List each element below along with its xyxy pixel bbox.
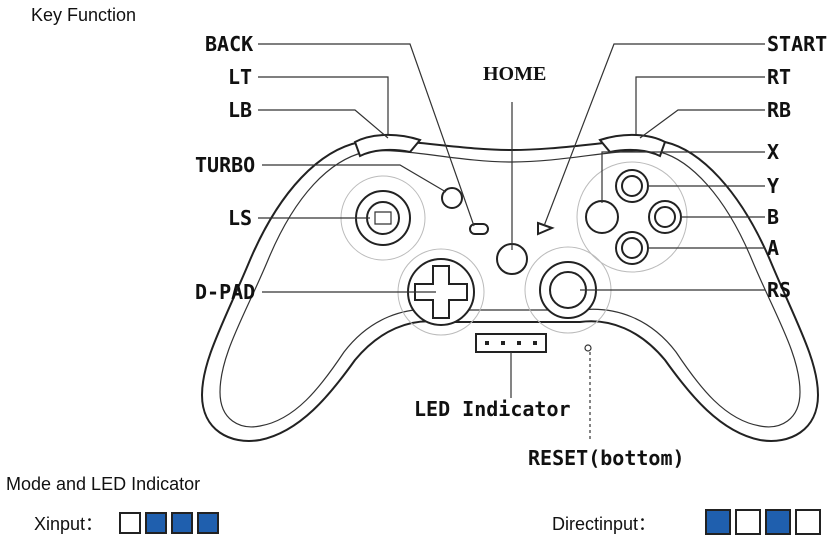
back-button xyxy=(469,223,489,235)
directinput-led-3 xyxy=(765,509,791,535)
key-function-heading: Key Function xyxy=(31,5,137,25)
x-button xyxy=(585,200,619,234)
turbo-leader xyxy=(262,164,447,193)
label-dpad: D-PAD xyxy=(195,280,255,304)
xinput-led-2 xyxy=(145,512,167,534)
label-led-indicator: LED Indicator xyxy=(414,397,571,421)
dpad-cross xyxy=(414,265,468,319)
left-bumper xyxy=(353,133,422,158)
label-ls: LS xyxy=(228,206,252,230)
start-button xyxy=(537,221,555,236)
led-dot xyxy=(485,341,489,345)
label-rb: RB xyxy=(767,98,791,122)
label-y: Y xyxy=(767,174,779,198)
lt-leader xyxy=(258,76,389,134)
directinput-led-pattern xyxy=(705,509,821,535)
label-b: B xyxy=(767,205,779,229)
x-leader xyxy=(601,151,765,203)
xinput-led-1 xyxy=(119,512,141,534)
y-button-inner xyxy=(621,175,643,197)
xinput-led-4 xyxy=(197,512,219,534)
label-home: HOME xyxy=(483,63,546,85)
label-rt: RT xyxy=(767,65,791,89)
label-turbo: TURBO xyxy=(195,153,255,177)
directinput-led-1 xyxy=(705,509,731,535)
mode-led-heading: Mode and LED Indicator xyxy=(6,474,201,494)
xinput-led-3 xyxy=(171,512,193,534)
rb-leader xyxy=(639,109,765,139)
lb-leader xyxy=(258,109,389,139)
directinput-label: Directinput： xyxy=(552,514,657,534)
directinput-led-4 xyxy=(795,509,821,535)
label-lb: LB xyxy=(228,98,252,122)
left-stick-cross xyxy=(374,211,392,225)
b-button-inner xyxy=(654,206,676,228)
directinput-led-2 xyxy=(735,509,761,535)
label-start: START xyxy=(767,32,827,56)
label-reset: RESET(bottom) xyxy=(528,446,685,470)
xinput-led-pattern xyxy=(119,512,219,534)
reset-hole xyxy=(584,344,592,352)
a-button-inner xyxy=(621,237,643,259)
label-back: BACK xyxy=(205,32,253,56)
rt-leader xyxy=(635,76,765,134)
led-dot xyxy=(533,341,537,345)
led-dot xyxy=(501,341,505,345)
left-stick-cap xyxy=(366,201,400,235)
led-dot xyxy=(517,341,521,345)
start-leader xyxy=(543,43,765,227)
label-a: A xyxy=(767,236,779,260)
xinput-label: Xinput： xyxy=(34,514,104,534)
turbo-button xyxy=(441,187,463,209)
label-lt: LT xyxy=(228,65,252,89)
label-rs: RS xyxy=(767,278,791,302)
label-x: X xyxy=(767,140,779,164)
back-leader xyxy=(258,43,475,227)
